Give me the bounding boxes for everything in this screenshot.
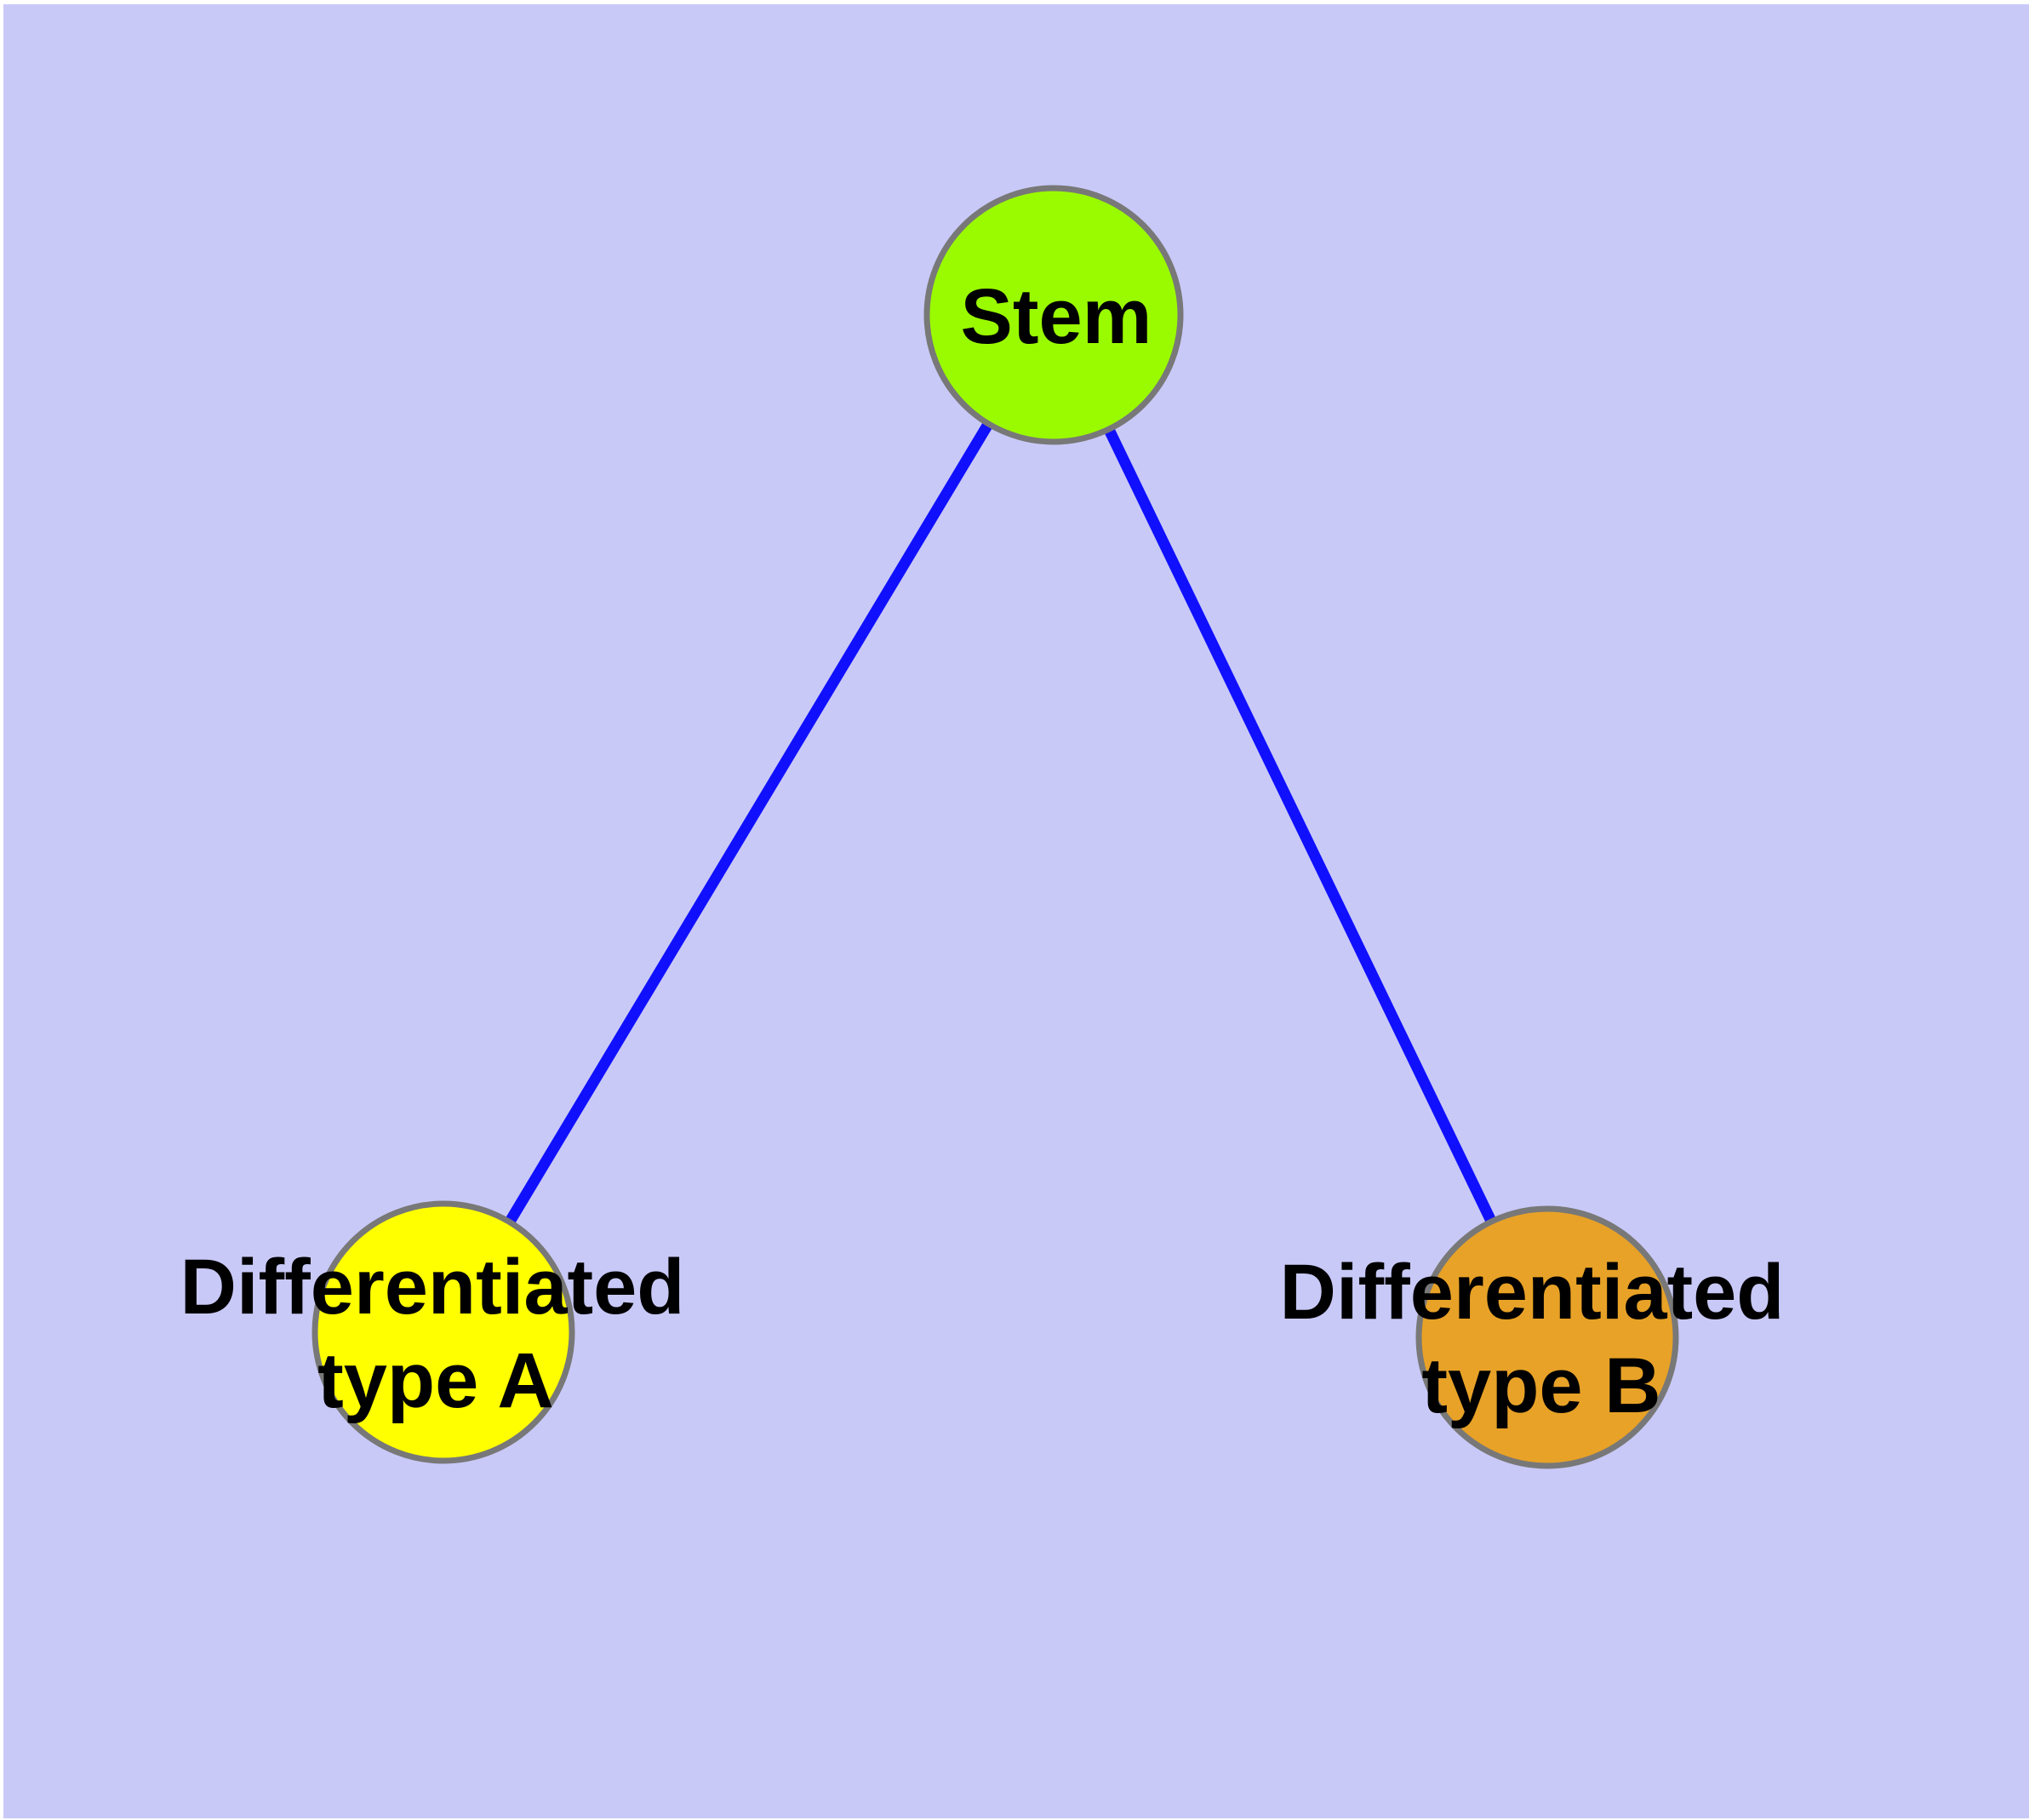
node-stem [923, 185, 1184, 445]
node-stem-label: Stem [961, 273, 1152, 360]
node-type-b-label-line2: type B [1421, 1342, 1660, 1429]
node-type-b [1415, 1205, 1679, 1469]
edge-stem-to-type-a [438, 312, 1059, 1336]
node-type-a-label-line2: type A [317, 1337, 554, 1424]
node-type-a [311, 1200, 575, 1464]
node-type-b-label-line1: Differentiated [1280, 1249, 1785, 1336]
edge-stem-to-type-b [1049, 312, 1552, 1340]
node-type-a-label-line1: Differentiated [180, 1244, 685, 1331]
